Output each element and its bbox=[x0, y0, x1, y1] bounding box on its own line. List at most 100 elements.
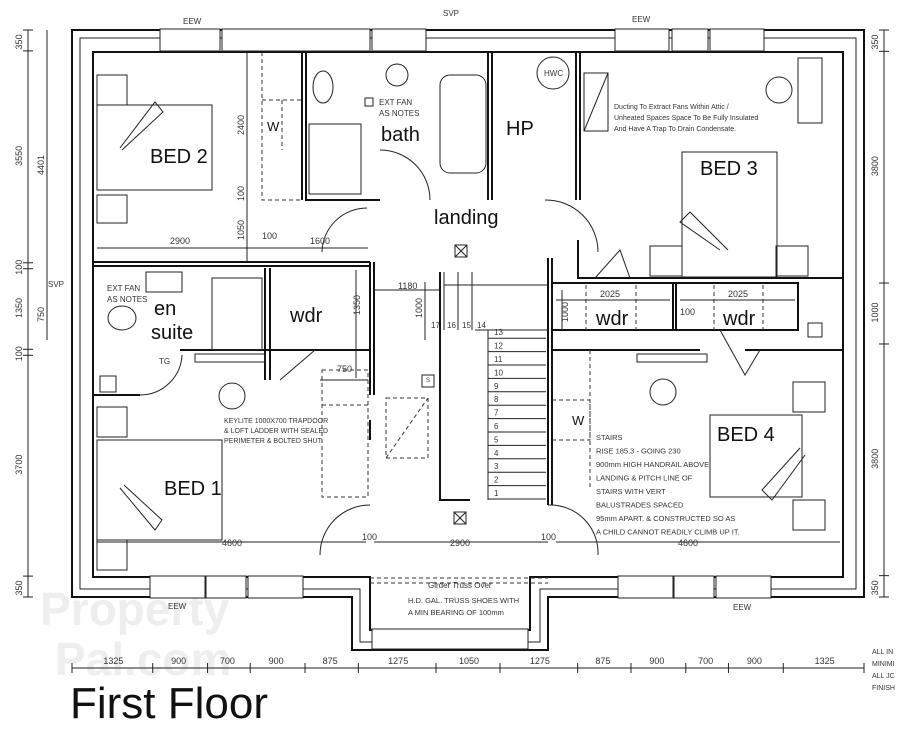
dim-label: 1050 bbox=[459, 656, 479, 666]
note-line: FINISH bbox=[872, 685, 895, 692]
stair-outline bbox=[443, 272, 548, 500]
dim-label: 1180 bbox=[398, 281, 417, 291]
dim-label: 2900 bbox=[170, 236, 190, 246]
dim-label: 100 bbox=[362, 532, 377, 542]
stair-number: 2 bbox=[494, 476, 499, 485]
furniture bbox=[96, 56, 826, 571]
stair-number: 9 bbox=[494, 382, 499, 391]
dim-label: 350 bbox=[14, 34, 24, 49]
room-label-wdr-4: wdr bbox=[722, 308, 756, 330]
room-label-wdr: wdr bbox=[289, 305, 323, 327]
note-line: KEYLITE 1000X700 TRAPDOOR bbox=[224, 418, 328, 425]
dim-label: 100 bbox=[14, 260, 24, 275]
note-line: 95mm APART. & CONSTRUCTED SO AS bbox=[596, 514, 735, 523]
dim-label: 100 bbox=[262, 231, 277, 241]
stair-number: 1 bbox=[494, 489, 499, 498]
note-line: STAIRS WITH VERT bbox=[596, 487, 666, 496]
note-line: Unheated Spaces Space To Be Fully Insula… bbox=[614, 115, 758, 122]
dim-label: 350 bbox=[870, 580, 880, 595]
dim-label: 900 bbox=[269, 656, 284, 666]
dim-label: 2025 bbox=[600, 289, 620, 299]
note-line: 900mm HIGH HANDRAIL ABOVE bbox=[596, 460, 709, 469]
note-line: RISE 185.3 - GOING 230 bbox=[596, 447, 681, 456]
stair-number: 14 bbox=[477, 321, 486, 330]
room-label-bed2: BED 2 bbox=[150, 146, 208, 168]
dim-label: 100 bbox=[541, 532, 556, 542]
dim-label: 1000 bbox=[560, 302, 570, 322]
dim-label: 1325 bbox=[103, 656, 123, 666]
stair-number: 11 bbox=[494, 355, 503, 364]
dim-label: 875 bbox=[595, 656, 610, 666]
room-label-hp: HP bbox=[506, 118, 534, 140]
stair-number: 10 bbox=[494, 368, 503, 377]
dim-label: 1275 bbox=[388, 656, 408, 666]
room-label-bed1: BED 1 bbox=[164, 478, 222, 500]
stair-number: 6 bbox=[494, 422, 499, 431]
window-label-eew: EEW bbox=[183, 17, 202, 26]
stair-number: 12 bbox=[494, 342, 503, 351]
ext-fan-label: AS NOTES bbox=[107, 295, 147, 304]
note-line: STAIRS bbox=[596, 433, 623, 442]
dim-label: 3550 bbox=[14, 146, 24, 166]
ext-fan-label: EXT FAN bbox=[107, 284, 140, 293]
stair-number: 3 bbox=[494, 462, 499, 471]
dim-label: 350 bbox=[870, 35, 880, 50]
dim-label: 1050 bbox=[236, 220, 246, 240]
note-line: ALL IN bbox=[872, 649, 893, 656]
light-fitting-icon bbox=[454, 244, 468, 258]
interior-dimensions: 2400 100 1050 2900 100 1600 1180 1000 13… bbox=[36, 30, 840, 548]
note-line: PERIMETER & BOLTED SHUT. bbox=[224, 438, 323, 445]
dim-label: 2025 bbox=[728, 289, 748, 299]
window-label-eew: EEW bbox=[632, 15, 651, 24]
stair-number: 8 bbox=[494, 395, 499, 404]
dim-label: 100 bbox=[14, 346, 24, 361]
note-line: LANDING & PITCH LINE OF bbox=[596, 474, 693, 483]
stair-number: 7 bbox=[494, 409, 499, 418]
stair-number: 16 bbox=[447, 321, 456, 330]
note-line: H.D. GAL. TRUSS SHOES WITH bbox=[408, 596, 519, 605]
dim-label: 3700 bbox=[14, 455, 24, 475]
internal-walls bbox=[93, 52, 843, 505]
dim-label: 1275 bbox=[530, 656, 550, 666]
note-line: BALUSTRADES SPACED bbox=[596, 501, 684, 510]
note-line: A CHILD CANNOT READILY CLIMB UP IT. bbox=[596, 528, 740, 537]
page-title: First Floor bbox=[70, 679, 268, 728]
wardrobe-outlines bbox=[261, 52, 764, 584]
dim-label: 4600 bbox=[222, 538, 242, 548]
dim-label: 2900 bbox=[450, 538, 470, 548]
dim-label: 900 bbox=[747, 656, 762, 666]
dim-label: 100 bbox=[680, 307, 695, 317]
dim-label: 750 bbox=[36, 307, 46, 322]
dim-label: 1350 bbox=[352, 295, 362, 315]
note-line: Ducting To Extract Fans Within Attic / bbox=[614, 104, 729, 111]
notes: Ducting To Extract Fans Within Attic / Un… bbox=[224, 104, 895, 692]
note-line: & LOFT LADDER WITH SEALED bbox=[224, 428, 328, 435]
window-label-eew: EEW bbox=[168, 602, 187, 611]
stair-number: 17 bbox=[431, 321, 440, 330]
dim-label: 3800 bbox=[870, 156, 880, 176]
windows bbox=[149, 28, 772, 650]
dim-label: 1350 bbox=[14, 298, 24, 318]
dim-label: 1000 bbox=[870, 302, 880, 322]
svp-label: SVP bbox=[443, 9, 459, 18]
smoke-alarm-icon bbox=[421, 374, 435, 388]
note-line: And Have A Trap To Drain Condensate. bbox=[614, 126, 736, 133]
room-label-wdr-3: wdr bbox=[595, 308, 629, 330]
room-label-ensuite-1: en bbox=[154, 298, 176, 320]
extract-fan-icon bbox=[364, 97, 374, 107]
wardrobe-label-bed2: W bbox=[267, 119, 280, 134]
room-label-landing: landing bbox=[434, 207, 499, 229]
stair-number: 15 bbox=[462, 321, 471, 330]
stair-number: 4 bbox=[494, 449, 499, 458]
dim-label: 700 bbox=[698, 656, 713, 666]
ext-fan-label: EXT FAN bbox=[379, 98, 412, 107]
window-label-eew: EEW bbox=[733, 603, 752, 612]
dim-label: 875 bbox=[323, 656, 338, 666]
smoke-alarm-label: S bbox=[426, 378, 430, 384]
girder-label: Girder Truss Over bbox=[428, 581, 492, 590]
watermark-line-2: Pal.com bbox=[55, 633, 231, 685]
light-fitting-icon bbox=[453, 511, 467, 525]
